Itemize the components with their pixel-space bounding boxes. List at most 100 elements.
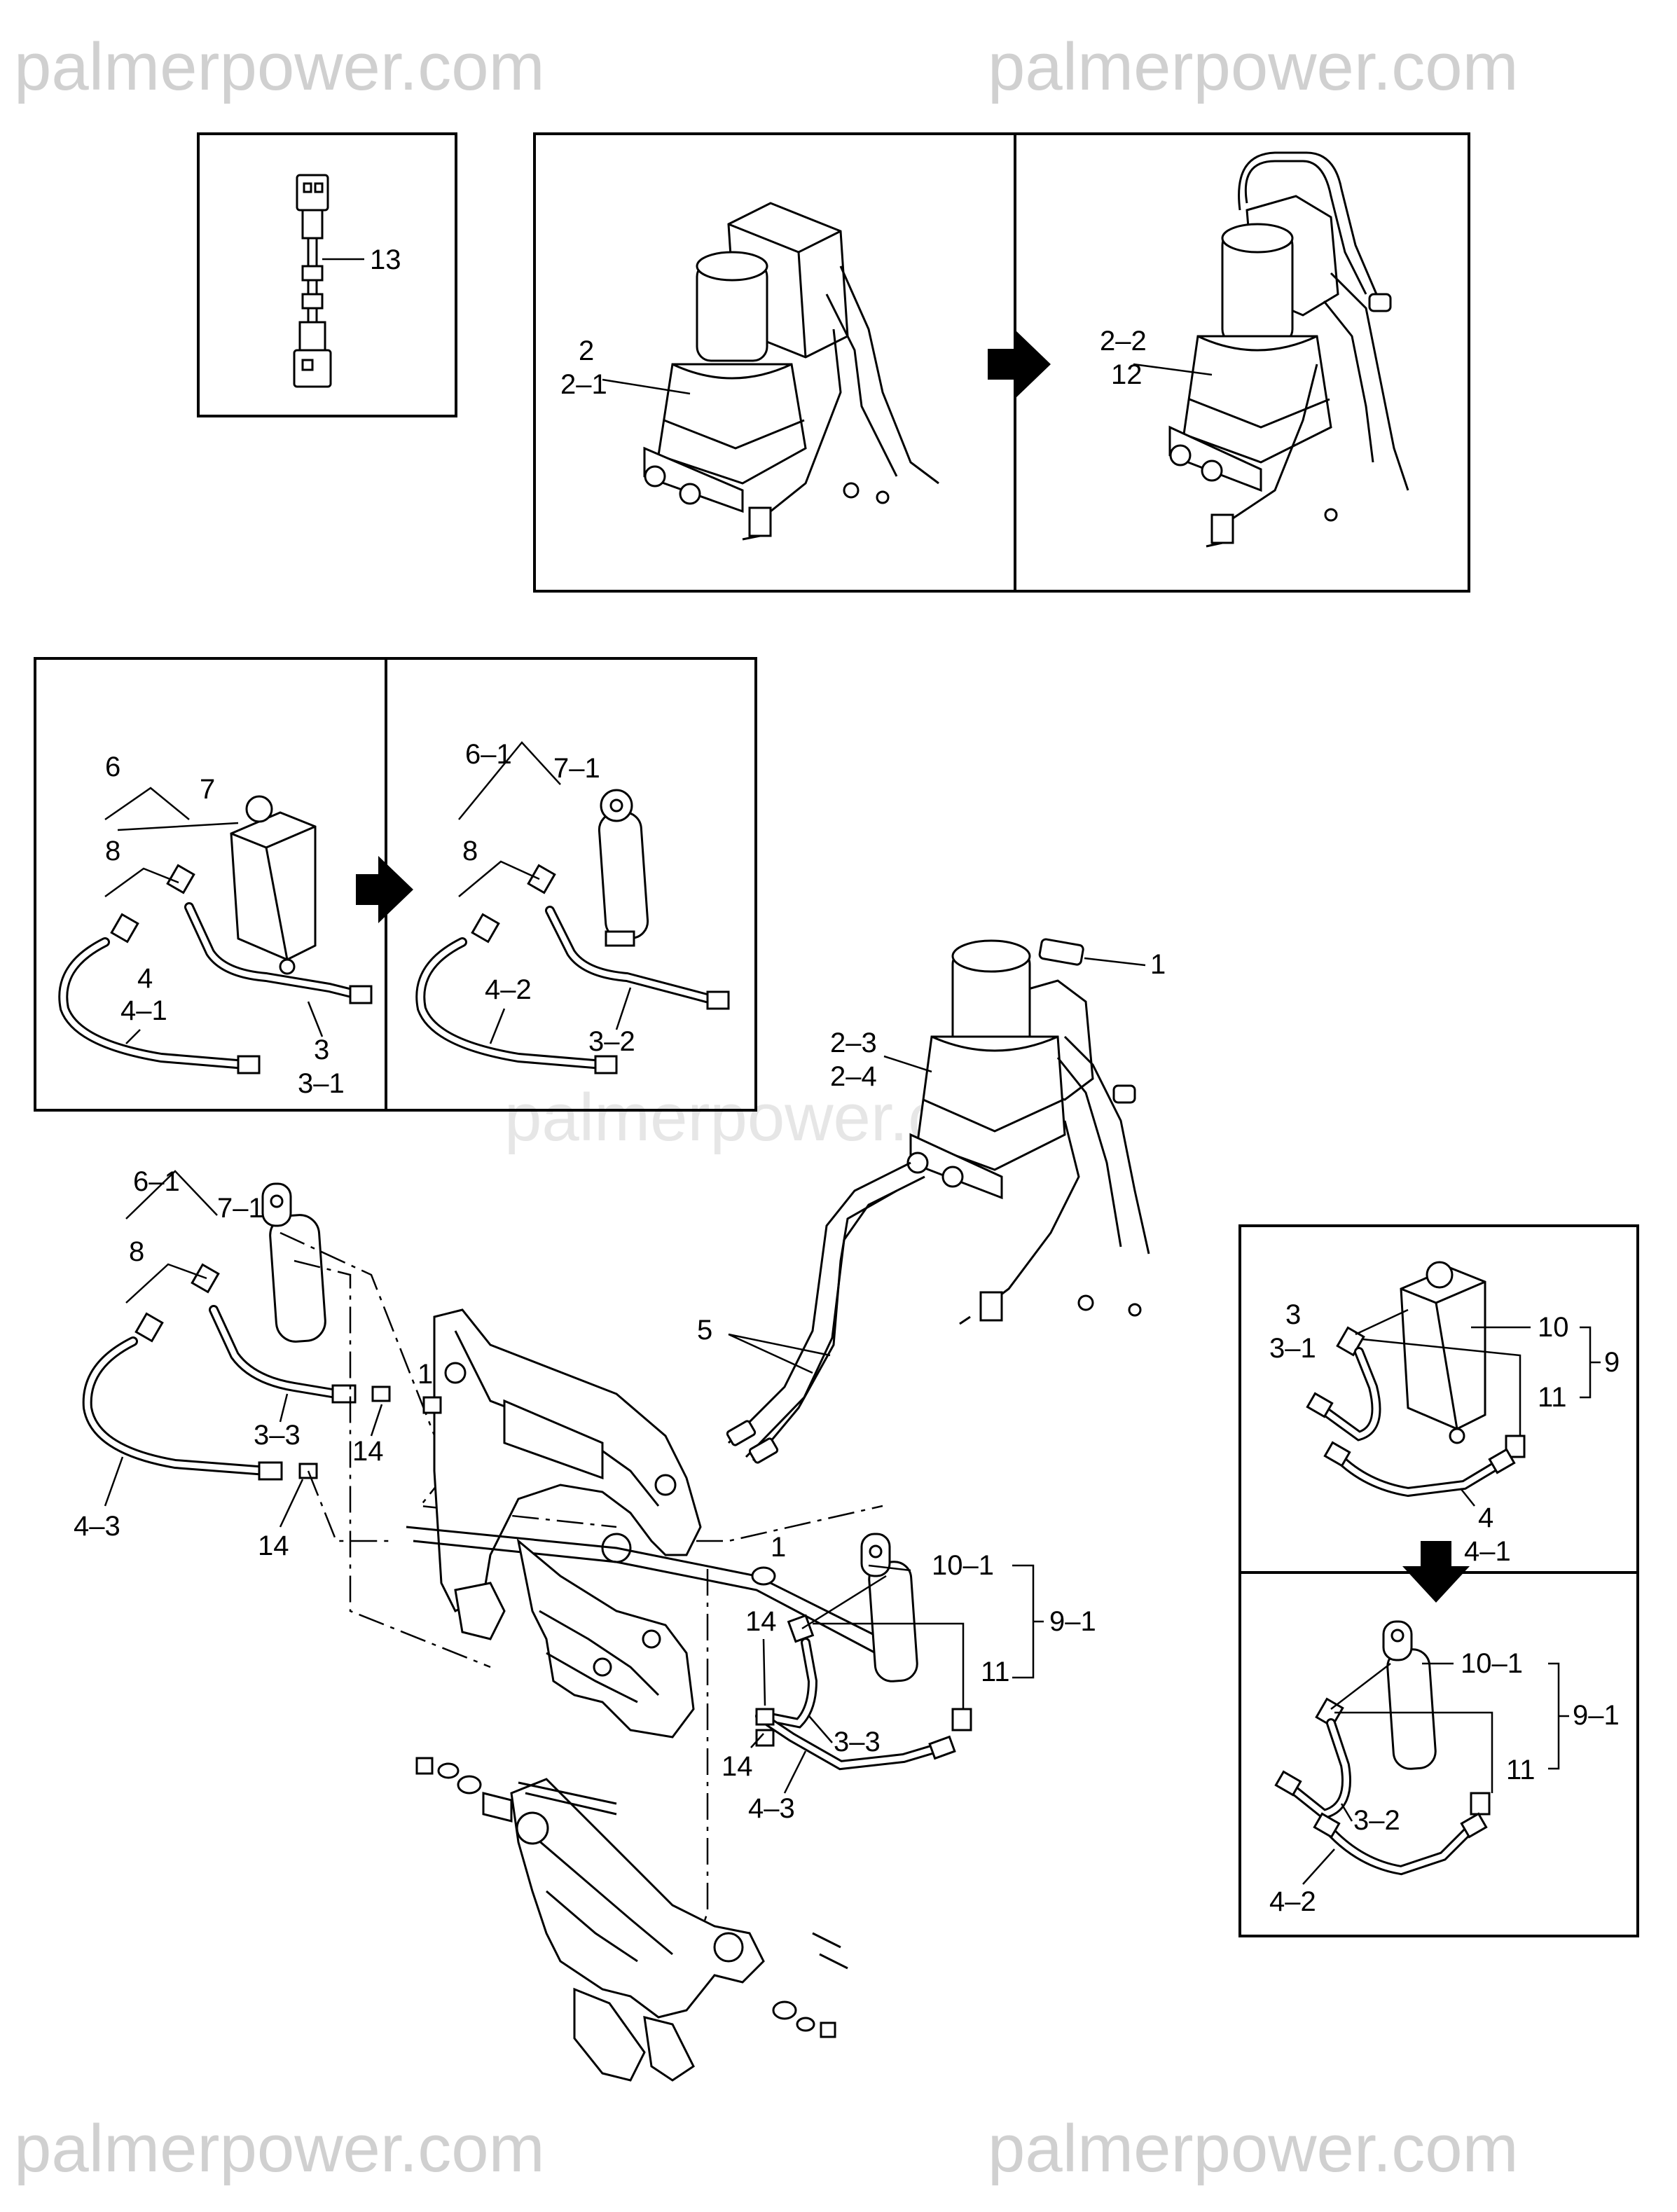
callout-9-1: 9–1 — [1049, 1606, 1096, 1637]
washer-main-b[interactable] — [751, 1566, 776, 1586]
upgrade-arrow-icon — [1402, 1541, 1470, 1603]
bracket-6 — [104, 787, 190, 821]
washer-main-a[interactable] — [422, 1396, 442, 1414]
callout-8: 8 — [105, 836, 120, 866]
fitting-14-d[interactable] — [755, 1729, 775, 1747]
leader-4-3 — [104, 1456, 124, 1507]
watermark-top-right: palmerpower.com — [988, 29, 1519, 104]
caution-label-1[interactable] — [1038, 938, 1084, 966]
callout-7-1: 7–1 — [217, 1193, 264, 1224]
callout-14-b: 14 — [258, 1530, 289, 1561]
watermark-bottom-right: palmerpower.com — [988, 2111, 1519, 2186]
leader-7 — [117, 822, 239, 831]
bracket-9-1 — [1548, 1662, 1569, 1770]
hose-new-4-2[interactable] — [415, 937, 618, 1074]
callout-8: 8 — [129, 1236, 144, 1267]
leader-1 — [1084, 957, 1146, 967]
callout-5: 5 — [697, 1315, 712, 1346]
guide-line — [307, 1470, 392, 1542]
callout-4-3: 4–3 — [74, 1511, 120, 1542]
callout-2-2: 2–2 — [1100, 326, 1147, 357]
leader-3-2 — [1340, 1803, 1353, 1822]
panel-cylinder-upgrade: 6 7 8 4 4–1 3 3–1 6–1 — [34, 657, 757, 1112]
hose-main-3-3[interactable] — [209, 1305, 357, 1404]
leader-11 — [801, 1575, 965, 1709]
callout-6-1: 6–1 — [465, 739, 512, 770]
hose-right-4-2[interactable] — [1313, 1812, 1488, 1876]
main-assembly: 1 2–3 2–4 — [74, 938, 1166, 2082]
pump-assembly-new[interactable] — [1168, 151, 1409, 548]
leader-14-a — [370, 1404, 383, 1437]
bracket-9 — [1580, 1326, 1601, 1399]
panel-right-cylinder-upgrade: 10 9 11 3 3–1 4 4–1 1 — [1238, 1224, 1639, 1937]
callout-4-2: 4–2 — [485, 974, 532, 1005]
panel-frame — [533, 132, 1470, 593]
leader-5 — [728, 1333, 831, 1374]
callout-3-2: 3–2 — [1353, 1805, 1400, 1836]
hose-main-4-3-right[interactable] — [755, 1711, 956, 1771]
hose-main-4-3[interactable] — [82, 1336, 283, 1481]
clamp-bracket[interactable] — [510, 1778, 765, 2082]
hose-old-4-1[interactable] — [58, 937, 261, 1074]
callout-8: 8 — [462, 836, 478, 866]
callout-1: 1 — [1150, 949, 1166, 980]
callout-1-b: 1 — [771, 1532, 786, 1563]
fitting-14-c[interactable] — [755, 1708, 775, 1726]
hose-right-3-1[interactable] — [1306, 1347, 1381, 1442]
callout-4: 4 — [137, 963, 153, 994]
callout-6-1: 6–1 — [133, 1166, 180, 1197]
wire-harness-13[interactable] — [293, 174, 332, 388]
hose-right-4-1[interactable] — [1323, 1441, 1516, 1498]
callout-3: 3 — [314, 1035, 329, 1065]
callout-4-3-right: 4–3 — [748, 1793, 795, 1824]
trim-cylinder-right-new[interactable] — [1315, 1620, 1491, 1816]
panel-frame — [197, 132, 457, 417]
leader-3-3 — [279, 1393, 289, 1423]
leader-11 — [1330, 1663, 1493, 1793]
leader-14-c — [762, 1638, 766, 1706]
hose-right-3-2[interactable] — [1274, 1718, 1351, 1820]
leader-4-3-right — [783, 1750, 807, 1794]
callout-10-1: 10–1 — [1461, 1648, 1523, 1679]
callout-3-3-right: 3–3 — [834, 1727, 881, 1757]
callout-6: 6 — [105, 752, 120, 782]
trim-cylinder-new[interactable] — [471, 789, 649, 947]
fitting-14-a[interactable] — [371, 1385, 391, 1402]
trim-cylinder-old[interactable] — [110, 795, 317, 975]
upgrade-arrow-icon — [988, 329, 1051, 399]
trim-cylinder-main-right[interactable] — [787, 1533, 972, 1731]
callout-2: 2 — [579, 336, 594, 366]
trim-cylinder-main-left[interactable] — [134, 1182, 326, 1343]
callout-9-1: 9–1 — [1573, 1700, 1620, 1731]
callout-2-3: 2–3 — [830, 1028, 877, 1058]
callout-12: 12 — [1111, 359, 1143, 390]
tilt-tube[interactable] — [406, 1526, 883, 1654]
callout-9: 9 — [1604, 1347, 1620, 1378]
leader-10-1 — [868, 1564, 911, 1572]
callout-3: 3 — [1285, 1299, 1301, 1330]
callout-14-a: 14 — [352, 1436, 384, 1467]
swivel-bracket[interactable] — [433, 1308, 702, 1613]
panel-frame — [34, 657, 757, 1112]
hose-main-3-3-right[interactable] — [759, 1638, 818, 1729]
panel-pump-upgrade: 2 2–1 2–2 12 — [533, 132, 1470, 593]
leader-14-b — [279, 1479, 304, 1528]
callout-10: 10 — [1538, 1312, 1569, 1343]
watermark-bottom-left: palmerpower.com — [14, 2111, 545, 2186]
pump-assembly-old[interactable] — [643, 202, 939, 541]
callout-3-1: 3–1 — [1269, 1333, 1316, 1364]
bracket-6-1 — [125, 1170, 218, 1219]
pipes-5[interactable] — [726, 1161, 925, 1464]
guide-line — [294, 1259, 491, 1668]
callout-4-1: 4–1 — [1464, 1536, 1511, 1567]
pump-assembly-main[interactable] — [906, 939, 1150, 1325]
leader-3-3-right — [808, 1715, 833, 1743]
mounting-hardware[interactable] — [415, 1757, 848, 2038]
hose-old-3-1[interactable] — [184, 902, 373, 1004]
callout-4: 4 — [1478, 1502, 1493, 1533]
leader-4-1 — [125, 1029, 141, 1044]
callout-3-1: 3–1 — [298, 1068, 345, 1099]
hose-new-3-2[interactable] — [545, 906, 730, 1010]
stern-bracket[interactable] — [454, 1538, 695, 1739]
watermark-top-left: palmerpower.com — [14, 29, 545, 104]
